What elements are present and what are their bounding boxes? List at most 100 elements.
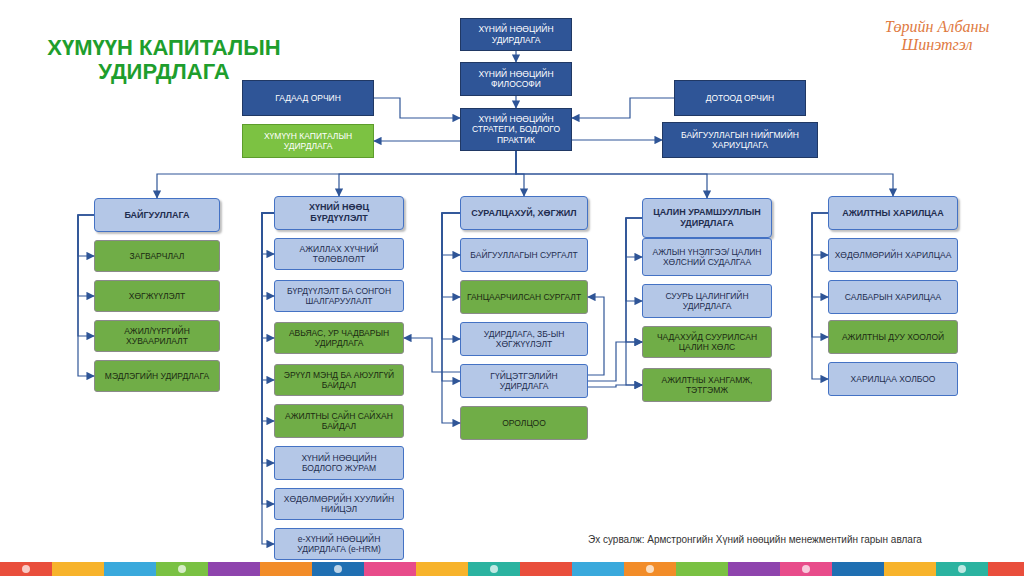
source-caption: Эх сурвалж: Армстронгийн Хүний нөөцийн м… [588,534,1018,546]
focus-box: ЗАГВАРЧЛАЛ [94,240,220,272]
focus-box: МЭДЛЭГИЙН УДИРДЛАГА [94,360,220,392]
box-label: ХҮНИЙ НӨӨЦИЙН БОДЛОГО ЖУРАМ [280,453,398,473]
box-label: САЛБАРЫН ХАРИЛЦАА [845,292,941,302]
practice-box: ХАРИЛЦАА ХОЛБОО [828,362,958,396]
connector-arrow [588,342,642,381]
box-label: АЖИЛТНЫ ХАНГАМЖ, ТЭТГЭМЖ [648,375,766,395]
focus-box: ЭРҮҮЛ МЭНД БА АЮУЛГҮЙ БАЙДАЛ [274,364,404,396]
connector-arrow [442,213,460,381]
band-dot [178,565,186,573]
band-tile [728,562,780,576]
connector-arrow [588,385,642,387]
band-dot [646,565,654,573]
ornament-band [0,562,1024,576]
box-label: СУУРЬ ЦАЛИНГИЙН УДИРДЛАГА [648,291,766,311]
connector-arrow [262,213,274,254]
connector-arrow [812,213,828,379]
band-tile [884,562,936,576]
box-label: ХҮНИЙ НӨӨЦИЙН УДИРДЛАГА [466,24,566,44]
band-dot [490,565,498,573]
box-label: ХҮНИЙ НӨӨЦ БҮРДҮҮЛЭЛТ [280,202,398,223]
connector-arrow [516,151,707,198]
connector-arrow [442,213,460,423]
box-label: e-ХҮНИЙ НӨӨЦИЙН УДИРДЛАГА (e-HRM) [280,534,398,554]
strategy-box: ГАДААД ОРЧИН [242,80,374,116]
band-tile [936,562,988,576]
category-box: ХҮНИЙ НӨӨЦ БҮРДҮҮЛЭЛТ [274,196,404,230]
practice-box: АЖЛЫН ҮНЭЛГЭЭ/ ЦАЛИН ХӨЛСНИЙ СУДАЛГАА [642,238,772,276]
band-tile [156,562,208,576]
box-label: ГАДААД ОРЧИН [275,93,341,103]
band-tile [260,562,312,576]
connector-arrow [572,98,674,118]
connector-arrow [812,213,828,297]
band-dot [802,565,810,573]
box-label: БҮРДҮҮЛЭЛТ БА СОНГОН ШАЛГАРУУЛАЛТ [280,286,398,306]
connector-arrow [78,215,94,336]
box-label: ХҮНИЙ НӨӨЦИЙН ФИЛОСОФИ [466,69,566,89]
practice-box: ХӨДӨЛМӨРИЙН ХАРИЛЦАА [828,238,958,272]
practice-box: АЖИЛЛАХ ХҮЧНИЙ ТӨЛӨВЛӨЛТ [274,238,404,270]
band-tile [572,562,624,576]
focus-box: АЖИЛТНЫ САЙН САЙХАН БАЙДАЛ [274,404,404,438]
connector-arrow [442,213,460,297]
connector-arrow [626,218,642,301]
strategy-box: ХҮНИЙ НӨӨЦИЙН СТРАТЕГИ, БОДЛОГО ПРАКТИК [460,108,572,151]
box-label: АВЬЯАС, УР ЧАДВАРЫН УДИРДЛАГА [280,328,398,348]
page-title: ХҮМҮҮН КАПИТАЛЫН УДИРДЛАГА [28,36,300,84]
band-tile [988,562,1024,576]
focus-box: ГАНЦААРЧИЛСАН СУРГАЛТ [460,280,588,314]
strategy-box: ХҮНИЙ НӨӨЦИЙН ФИЛОСОФИ [460,62,572,96]
focus-box: АЖИЛТНЫ ДУУ ХООЛОЙ [828,320,958,354]
practice-box: САЛБАРЫН ХАРИЛЦАА [828,280,958,314]
band-tile [208,562,260,576]
focus-box: ХӨГЖҮҮЛЭЛТ [94,280,220,312]
connector-arrow [442,213,460,255]
capital-box: ХҮМҮҮН КАПИТАЛЫН УДИРДЛАГА [242,124,374,158]
band-tile [416,562,468,576]
focus-box: АЖИЛ/ҮҮРГИЙН ХУВААРИЛАЛТ [94,320,220,352]
connector-arrow [78,215,94,296]
band-tile [676,562,728,576]
box-label: АЖЛЫН ҮНЭЛГЭЭ/ ЦАЛИН ХӨЛСНИЙ СУДАЛГАА [648,247,766,267]
practice-box: СУУРЬ ЦАЛИНГИЙН УДИРДЛАГА [642,284,772,318]
box-label: БАЙГУУЛЛАГА [124,210,189,221]
box-label: АЖИЛЛАХ ХҮЧНИЙ ТӨЛӨВЛӨЛТ [280,244,398,264]
box-label: ХАРИЛЦАА ХОЛБОО [851,374,936,384]
category-box: СУРАЛЦАХУЙ, ХӨГЖИЛ [460,196,588,230]
box-label: ОРОЛЦОО [502,418,546,428]
band-tile [104,562,156,576]
practice-box: ХӨДӨЛМӨРИЙН ХУУЛИЙН НИЙЦЭЛ [274,488,404,520]
box-label: АЖИЛТНЫ ДУУ ХООЛОЙ [842,332,944,342]
connector-arrow [812,213,828,255]
box-label: ХӨДӨЛМӨРИЙН ХАРИЛЦАА [835,250,952,260]
connector-arrow [262,213,274,380]
box-label: УДИРДЛАГА, ЗБ-ЫН ХӨГЖҮҮЛЭЛТ [466,329,582,349]
practice-box: e-ХҮНИЙ НӨӨЦИЙН УДИРДЛАГА (e-HRM) [274,528,404,560]
box-label: АЖИЛТНЫ ХАРИЛЦАА [842,208,944,219]
box-label: ГАНЦААРЧИЛСАН СУРГАЛТ [467,292,581,302]
box-label: ХҮНИЙ НӨӨЦИЙН СТРАТЕГИ, БОДЛОГО ПРАКТИК [466,114,566,144]
connector-arrow [262,213,274,338]
connector-arrow [572,139,662,140]
connector-arrow [516,151,524,196]
band-tile [468,562,520,576]
band-dot [334,565,342,573]
band-tile [0,562,52,576]
band-dot [958,565,966,573]
practice-box: БҮРДҮҮЛЭЛТ БА СОНГОН ШАЛГАРУУЛАЛТ [274,280,404,312]
connector-arrow [588,297,604,375]
strategy-box: ДОТООД ОРЧИН [674,80,806,116]
box-label: ЧАДАХУЙД СУУРИЛСАН ЦАЛИН ХӨЛС [648,332,766,352]
connector-arrow [262,213,274,421]
focus-box: ЧАДАХУЙД СУУРИЛСАН ЦАЛИН ХӨЛС [642,326,772,358]
connector-arrow [812,213,828,337]
band-tile [364,562,416,576]
box-label: БАЙГУУЛЛАГЫН СУРГАЛТ [470,250,577,260]
box-label: ЗАГВАРЧЛАЛ [130,251,185,261]
connector-arrow [78,215,94,256]
box-label: ХӨДӨЛМӨРИЙН ХУУЛИЙН НИЙЦЭЛ [280,494,398,514]
strategy-box: ХҮНИЙ НӨӨЦИЙН УДИРДЛАГА [460,18,572,51]
connector-arrow [515,96,516,108]
band-tile [832,562,884,576]
